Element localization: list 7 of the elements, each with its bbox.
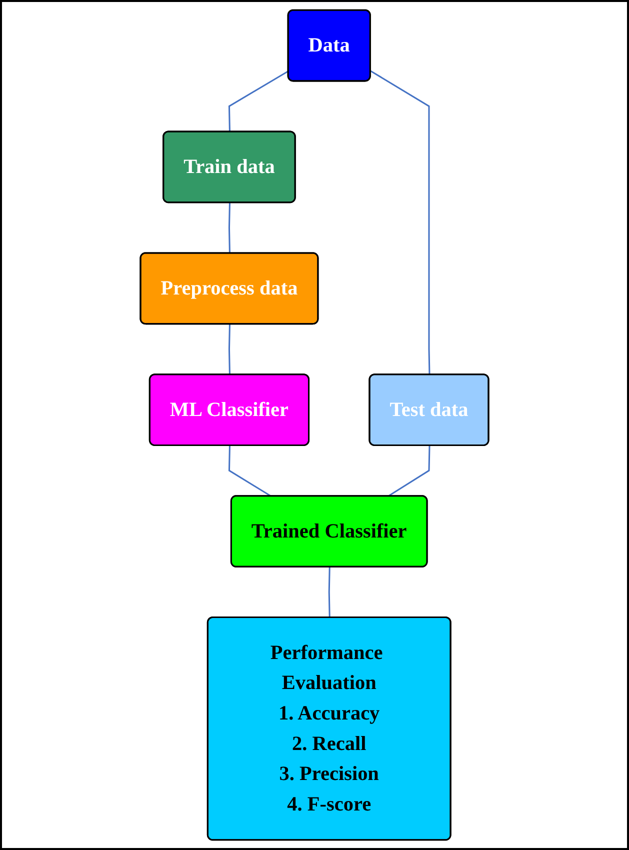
connector — [228, 202, 230, 254]
connector — [228, 446, 272, 497]
connector — [387, 446, 430, 497]
connector — [228, 324, 230, 375]
connector — [228, 70, 289, 132]
connector — [370, 70, 430, 375]
connector — [328, 567, 330, 618]
